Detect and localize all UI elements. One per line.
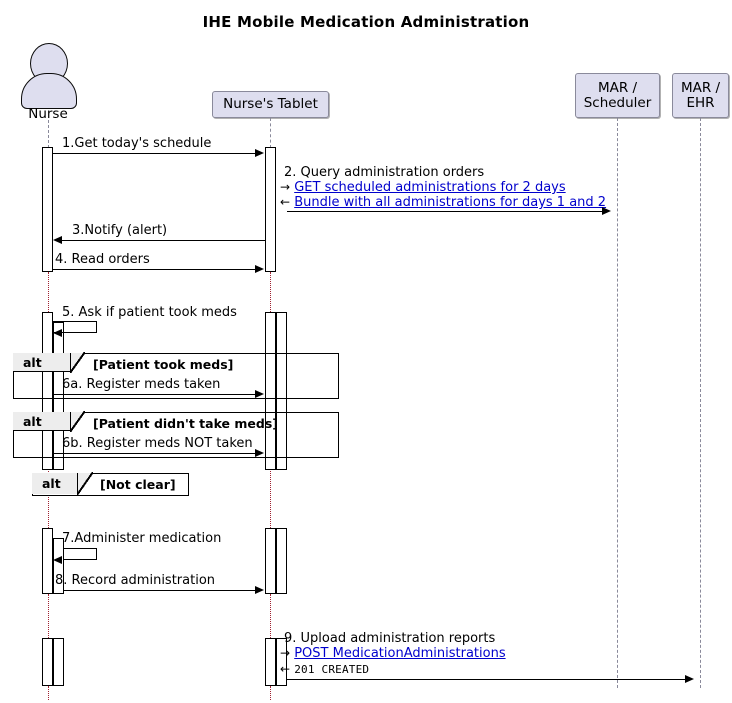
lifeline-mar-scheduler	[617, 118, 618, 688]
message-3-label: 3.Notify (alert)	[72, 223, 168, 238]
message-9-detail-2: ← 201 CREATED	[280, 662, 369, 677]
message-6b-label: 6b. Register meds NOT taken	[62, 436, 253, 451]
lifeline-nurse-gap-4	[48, 686, 49, 700]
activation-tablet-4	[265, 638, 276, 686]
message-2-detail-1-link[interactable]: GET scheduled administrations for 2 days	[294, 180, 566, 195]
participant-mar-scheduler-label-line2: Scheduler	[583, 94, 652, 111]
alt-fragment-2-condition: [Patient didn't take meds]	[93, 416, 278, 431]
activation-tablet-1	[265, 147, 276, 272]
message-8-arrow-line	[64, 590, 256, 591]
message-6b-arrow-line	[53, 453, 256, 454]
activation-nurse-3	[42, 528, 53, 594]
message-7-arrow-head	[53, 555, 62, 564]
message-2-arrow-head	[602, 206, 611, 215]
message-1-arrow-line	[53, 153, 256, 154]
arrow-left-icon: ←	[280, 195, 291, 209]
activation-nurse-2b	[53, 322, 64, 470]
message-9-detail-2-status: 201 CREATED	[294, 663, 370, 676]
message-9-label: 9. Upload administration reports	[284, 631, 496, 646]
message-8-label: 8. Record administration	[55, 573, 216, 588]
activation-tablet-3	[265, 528, 276, 594]
participant-mar-scheduler-label-line1: MAR /	[597, 79, 638, 96]
activation-tablet-3b	[276, 528, 287, 594]
message-9-detail-1-link[interactable]: POST MedicationAdministrations	[294, 646, 506, 661]
lifeline-nurses-tablet-gap-4	[270, 686, 271, 700]
message-9-detail-1: → POST MedicationAdministrations	[280, 646, 506, 661]
lifeline-nurse	[48, 120, 49, 148]
lifeline-nurses-tablet-gap-3	[270, 594, 271, 638]
message-9-arrow-head	[685, 674, 694, 683]
participant-mar-scheduler[interactable]: MAR / Scheduler	[575, 73, 660, 118]
message-2-label: 2. Query administration orders	[284, 165, 485, 180]
participant-mar-ehr-label-line2: EHR	[686, 94, 715, 111]
alt-fragment-1-operator: alt	[13, 353, 71, 372]
activation-nurse-1	[42, 147, 53, 272]
message-7-self-loop	[64, 548, 97, 560]
alt-fragment-2-operator: alt	[13, 412, 71, 431]
alt-fragment-2-operator-notch-edge	[70, 411, 85, 432]
message-2-arrow-line	[287, 211, 603, 212]
participant-nurses-tablet-label: Nurse's Tablet	[223, 96, 318, 112]
participant-mar-ehr[interactable]: MAR / EHR	[672, 73, 729, 118]
alt-fragment-3-operator: alt	[32, 473, 78, 494]
actor-nurse-label: Nurse	[28, 106, 68, 122]
activation-nurse-4	[42, 638, 53, 686]
diagram-title: IHE Mobile Medication Administration	[202, 13, 530, 31]
message-4-arrow-head	[255, 264, 264, 273]
message-3-arrow-head	[53, 235, 62, 244]
activation-nurse-2	[42, 312, 53, 470]
activation-tablet-2b	[276, 312, 287, 470]
message-2-detail-1: → GET scheduled administrations for 2 da…	[280, 180, 566, 195]
message-1-label: 1.Get today's schedule	[62, 136, 212, 151]
message-6a-label: 6a. Register meds taken	[62, 377, 221, 392]
lifeline-mar-ehr	[700, 118, 701, 688]
message-6a-arrow-line	[53, 394, 256, 395]
lifeline-nurse-gap-1	[48, 272, 49, 312]
arrow-right-icon: →	[280, 180, 291, 194]
message-4-label: 4. Read orders	[55, 252, 150, 267]
arrow-left-icon: ←	[280, 662, 291, 676]
lifeline-nurses-tablet-gap-1	[270, 272, 271, 312]
lifeline-nurse-gap-3	[48, 594, 49, 638]
alt-fragment-2-operator-label: alt	[23, 413, 42, 429]
alt-fragment-1-operator-label: alt	[23, 354, 42, 370]
alt-fragment-1	[13, 353, 339, 399]
alt-fragment-1-operator-notch-edge	[70, 352, 85, 373]
alt-fragment-3-condition: [Not clear]	[100, 477, 176, 492]
arrow-right-icon: →	[280, 646, 291, 660]
message-6b-arrow-head	[255, 448, 264, 457]
participant-mar-ehr-label-line1: MAR /	[680, 79, 721, 96]
message-4-arrow-line	[53, 269, 256, 270]
message-8-arrow-head	[255, 585, 264, 594]
activation-nurse-4b	[53, 638, 64, 686]
message-2-detail-2: ← Bundle with all administrations for da…	[280, 195, 606, 210]
alt-fragment-1-condition: [Patient took meds]	[93, 357, 234, 372]
message-5-self-loop	[53, 321, 97, 333]
message-7-label: 7.Administer medication	[62, 531, 222, 546]
lifeline-nurse-gap-2	[48, 466, 49, 528]
participant-nurses-tablet[interactable]: Nurse's Tablet	[212, 91, 329, 118]
message-5-label: 5. Ask if patient took meds	[62, 305, 237, 320]
message-9-arrow-line	[287, 679, 686, 680]
activation-nurse-3b	[53, 538, 64, 594]
message-2-detail-2-link[interactable]: Bundle with all administrations for days…	[294, 195, 607, 210]
activation-tablet-4b	[276, 638, 287, 686]
activation-tablet-2	[265, 312, 276, 470]
lifeline-nurses-tablet	[270, 118, 271, 148]
message-5-arrow-head	[53, 328, 62, 337]
alt-fragment-3-operator-label: alt	[42, 476, 61, 491]
alt-fragment-2	[13, 412, 339, 458]
actor-nurse-body	[21, 73, 77, 109]
message-6a-arrow-head	[255, 389, 264, 398]
message-1-arrow-head	[255, 148, 264, 157]
alt-fragment-3-operator-notch-edge	[77, 472, 93, 495]
message-3-arrow-line	[62, 240, 265, 241]
lifeline-nurses-tablet-gap-2	[270, 466, 271, 528]
